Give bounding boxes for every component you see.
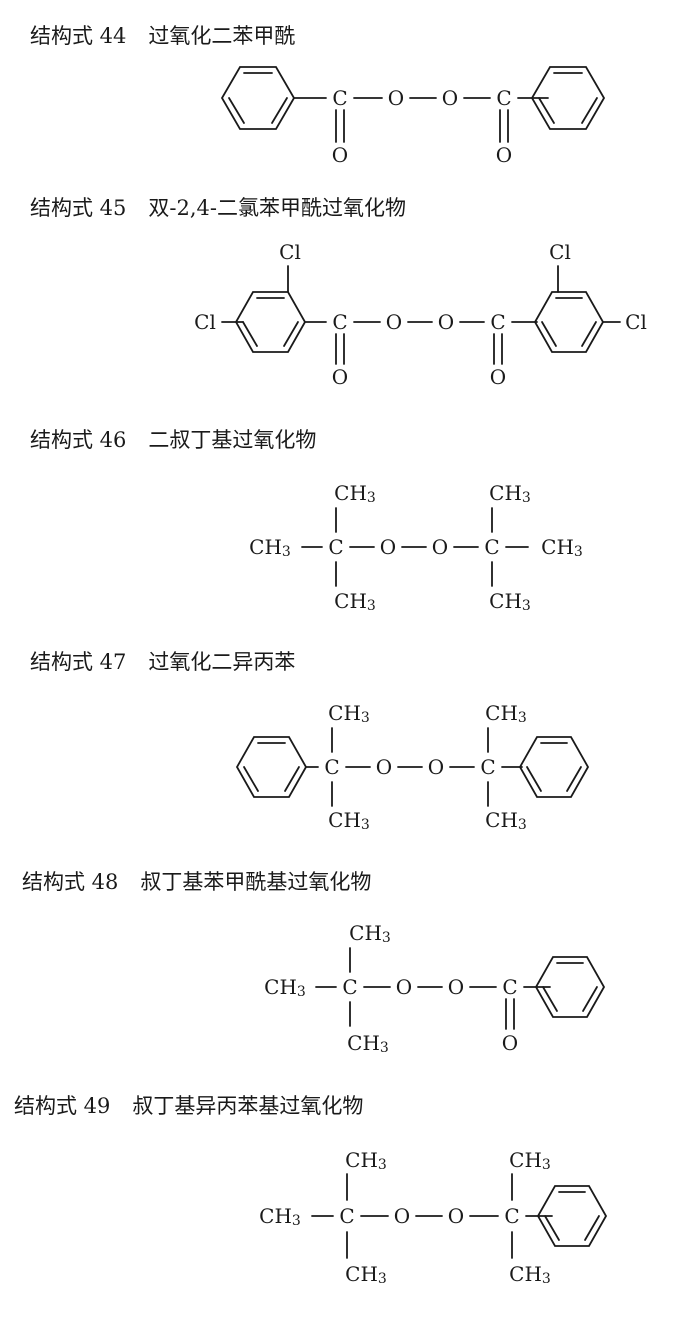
methyl-group: CH3	[485, 701, 527, 726]
methyl-group: CH3	[259, 1204, 301, 1229]
methyl-group: CH3	[485, 808, 527, 833]
structure-48-title: 结构式 48 叔丁基苯甲酰基过氧化物	[22, 866, 371, 896]
structure-49-name: 叔丁基异丙苯基过氧化物	[132, 1094, 364, 1118]
atom-oxygen: O	[396, 975, 412, 999]
structure-44-diagram: C O O C O O	[220, 66, 606, 167]
atom-oxygen: O	[428, 755, 444, 779]
structure-44-title: 结构式 44 过氧化二苯甲酰	[30, 20, 295, 50]
methyl-group: CH3	[489, 589, 531, 614]
structure-44-name: 过氧化二苯甲酰	[148, 24, 296, 48]
atom-oxygen: O	[448, 1204, 464, 1228]
structure-48-diagram: CH3 CH3 C O O C CH3 O	[264, 921, 606, 1056]
structure-49-title: 结构式 49 叔丁基异丙苯基过氧化物	[14, 1090, 363, 1120]
atom-oxygen: O	[386, 310, 402, 334]
structure-48-label: 结构式 48	[22, 870, 119, 894]
methyl-group: CH3	[509, 1148, 551, 1173]
atom-chlorine: Cl	[625, 310, 647, 334]
atom-carbon: C	[480, 755, 495, 779]
atom-carbon: C	[484, 535, 499, 559]
structure-46-title: 结构式 46 二叔丁基过氧化物	[30, 424, 316, 454]
atom-carbon: C	[332, 310, 347, 334]
methyl-group: CH3	[334, 481, 376, 506]
atom-oxygen: O	[380, 535, 396, 559]
structure-46-diagram: CH3 CH3 C O O C CH3 CH3 CH3 CH3	[249, 481, 583, 614]
structure-48-name: 叔丁基苯甲酰基过氧化物	[140, 870, 372, 894]
atom-carbon: C	[496, 86, 511, 110]
atom-chlorine: Cl	[549, 240, 571, 264]
atom-carbon: C	[504, 1204, 519, 1228]
structure-47-title: 结构式 47 过氧化二异丙苯	[30, 646, 295, 676]
atom-oxygen: O	[438, 310, 454, 334]
atom-oxygen: O	[332, 143, 348, 167]
methyl-group: CH3	[489, 481, 531, 506]
methyl-group: CH3	[347, 1031, 389, 1056]
structure-45-name: 双-2,4-二氯苯甲酰过氧化物	[148, 196, 406, 220]
atom-oxygen: O	[502, 1031, 518, 1055]
structure-46-label: 结构式 46	[30, 428, 127, 452]
methyl-group: CH3	[345, 1148, 387, 1173]
methyl-group: CH3	[345, 1262, 387, 1287]
methyl-group: CH3	[334, 589, 376, 614]
atom-oxygen: O	[490, 365, 506, 389]
atom-oxygen: O	[432, 535, 448, 559]
benzene-ring-right	[530, 66, 606, 130]
atom-carbon: C	[324, 755, 339, 779]
atom-carbon: C	[502, 975, 517, 999]
structure-44-label: 结构式 44	[30, 24, 127, 48]
atom-oxygen: O	[388, 86, 404, 110]
methyl-group: CH3	[509, 1262, 551, 1287]
atom-oxygen: O	[376, 755, 392, 779]
methyl-group: CH3	[264, 975, 306, 1000]
benzene-ring-left	[220, 66, 296, 130]
atom-oxygen: O	[496, 143, 512, 167]
atom-carbon: C	[332, 86, 347, 110]
atom-chlorine: Cl	[194, 310, 216, 334]
structure-46-name: 二叔丁基过氧化物	[148, 428, 317, 452]
benzene-ring	[534, 956, 606, 1018]
benzene-ring	[536, 1185, 608, 1247]
methyl-group: CH3	[328, 701, 370, 726]
atom-carbon: C	[339, 1204, 354, 1228]
benzene-ring-left	[235, 736, 308, 798]
structure-47-diagram: CH3 C O O C CH3 CH3 CH3	[235, 701, 590, 833]
structure-45-diagram: Cl Cl C O O C Cl Cl O O	[194, 240, 647, 389]
structure-45-title: 结构式 45 双-2,4-二氯苯甲酰过氧化物	[30, 192, 406, 222]
atom-chlorine: Cl	[279, 240, 301, 264]
benzene-ring-right	[533, 291, 605, 353]
atom-carbon: C	[328, 535, 343, 559]
methyl-group: CH3	[541, 535, 583, 560]
structure-47-name: 过氧化二异丙苯	[148, 650, 296, 674]
methyl-group: CH3	[349, 921, 391, 946]
benzene-ring-right	[518, 736, 590, 798]
atom-oxygen: O	[332, 365, 348, 389]
benzene-ring-left	[234, 291, 307, 353]
atom-oxygen: O	[442, 86, 458, 110]
atom-oxygen: O	[448, 975, 464, 999]
atom-carbon: C	[490, 310, 505, 334]
methyl-group: CH3	[249, 535, 291, 560]
atom-carbon: C	[342, 975, 357, 999]
methyl-group: CH3	[328, 808, 370, 833]
structure-49-label: 结构式 49	[14, 1094, 111, 1118]
structure-45-label: 结构式 45	[30, 196, 127, 220]
structure-47-label: 结构式 47	[30, 650, 127, 674]
atom-oxygen: O	[394, 1204, 410, 1228]
